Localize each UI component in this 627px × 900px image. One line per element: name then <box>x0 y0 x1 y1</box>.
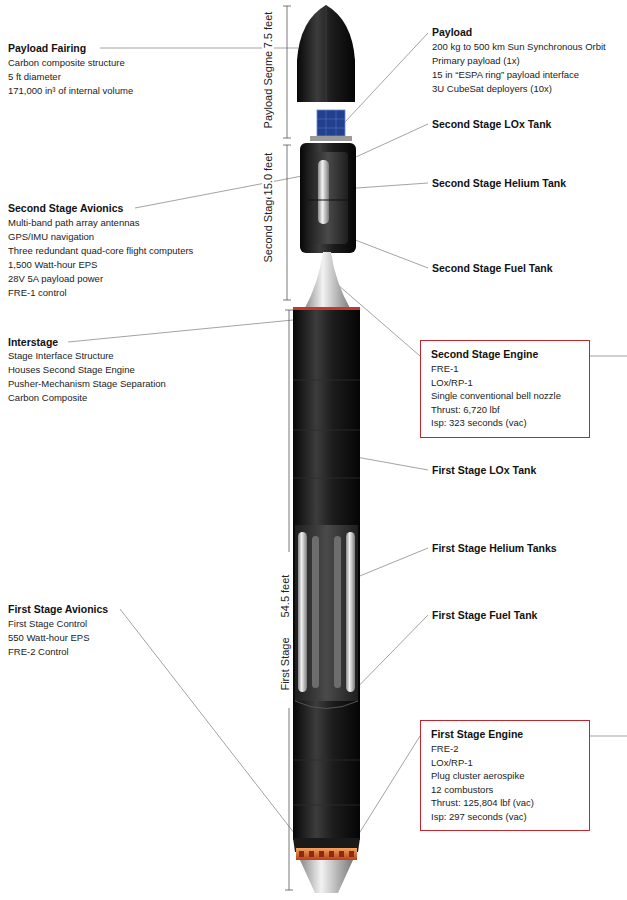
body-segment-line <box>293 760 360 761</box>
callout-text: Pusher-Mechanism Stage Separation <box>8 378 166 390</box>
body-segment-line <box>293 478 360 479</box>
box-text: Isp: 297 seconds (vac) <box>431 810 579 824</box>
box-text: Thrust: 6,720 lbf <box>431 403 579 417</box>
dimension-label: 7.5 feet <box>262 10 274 51</box>
callout-text: Houses Second Stage Engine <box>8 364 135 376</box>
callout-heading: First Stage LOx Tank <box>432 464 536 477</box>
satellite-payload <box>317 110 345 136</box>
second-stage-body <box>300 143 356 253</box>
leader-line <box>590 736 627 737</box>
callout-text: 550 Watt-hour EPS <box>8 632 90 644</box>
combustor-outlet <box>349 851 354 857</box>
combustor-outlets <box>299 851 354 857</box>
callout-text: Carbon composite structure <box>8 57 125 69</box>
leader-line <box>68 33 627 856</box>
box-text: 12 combustors <box>431 783 579 797</box>
espa-ring <box>310 136 352 141</box>
tank-dome <box>295 701 358 709</box>
callout-heading: First Stage Fuel Tank <box>432 609 537 622</box>
callout-heading: Second Stage Fuel Tank <box>432 262 553 275</box>
solar-panel-grid <box>317 110 345 136</box>
callout-text: GPS/IMU navigation <box>8 231 94 243</box>
leader-line <box>350 238 428 268</box>
payload-fairing <box>297 5 355 102</box>
box-text: FRE-2 <box>431 742 579 756</box>
box-text: Thrust: 125,804 lbf (vac) <box>431 796 579 810</box>
leader-line <box>68 320 293 342</box>
callout-text: Three redundant quad-core flight compute… <box>8 245 193 257</box>
callout-heading: Second Stage Avionics <box>8 202 123 215</box>
second-stage-cutaway <box>308 152 348 244</box>
callout-heading: First Stage Avionics <box>8 603 108 616</box>
callout-text: 3U CubeSat deployers (10x) <box>432 83 552 95</box>
leader-line <box>135 176 302 208</box>
dimension-line <box>283 6 291 138</box>
box-text: Plug cluster aerospike <box>431 769 579 783</box>
callout-text: FRE-1 control <box>8 287 67 299</box>
body-segment-line <box>293 380 360 381</box>
leader-line <box>345 124 428 162</box>
first-stage-helium-tank <box>298 532 307 692</box>
callout-heading: Payload <box>432 26 472 39</box>
aerospike-combustors <box>296 848 357 860</box>
callout-text: 200 kg to 500 km Sun Synchronous Orbit <box>432 41 606 53</box>
combustor-outlet <box>299 851 304 857</box>
box-text: Isp: 323 seconds (vac) <box>431 416 579 430</box>
callout-text: First Stage Control <box>8 618 87 630</box>
body-segment-lines <box>293 380 360 805</box>
combustor-outlet <box>329 851 334 857</box>
box-heading: First Stage Engine <box>431 727 579 741</box>
leader-line <box>350 548 428 580</box>
second-stage-nozzle <box>304 252 351 310</box>
dimension-label: Payload Segment <box>262 40 274 131</box>
callout-heading: Payload Fairing <box>8 42 86 55</box>
callout-text: Multi-band path array antennas <box>8 217 140 229</box>
leader-line <box>590 356 627 357</box>
tank-bulkhead <box>308 200 348 201</box>
callout-text: 15 in “ESPA ring” payload interface <box>432 69 579 81</box>
dimension-line <box>283 145 291 300</box>
fairing-seam <box>326 5 327 102</box>
callout-text: 28V 5A payload power <box>8 273 103 285</box>
callout-heading: First Stage Helium Tanks <box>432 542 557 555</box>
callout-text: 1,500 Watt-hour EPS <box>8 259 97 271</box>
body-segment-line <box>293 805 360 806</box>
first-stage-helium-tank <box>334 536 341 688</box>
dimension-label: First Stage <box>279 635 291 692</box>
interstage-rim <box>293 307 360 310</box>
callout-text: Stage Interface Structure <box>8 350 114 362</box>
leader-line <box>120 609 298 838</box>
box-text: LOx/RP-1 <box>431 376 579 390</box>
box-text: Single conventional bell nozzle <box>431 389 579 403</box>
body-segment-line <box>293 430 360 431</box>
second-stage-helium-tank <box>318 160 329 224</box>
first-stage-body <box>293 308 360 840</box>
callout-text: 171,000 in³ of internal volume <box>8 85 133 97</box>
dimension-line <box>283 6 293 890</box>
combustor-outlet <box>339 851 344 857</box>
callout-text: FRE-2 Control <box>8 646 69 658</box>
leader-line <box>345 33 428 122</box>
callout-heading: Interstage <box>8 336 58 349</box>
combustor-outlet <box>309 851 314 857</box>
callout-text: 5 ft diameter <box>8 71 61 83</box>
callout-text: Primary payload (1x) <box>432 55 520 67</box>
dimension-label: 15.0 feet <box>262 151 274 198</box>
first-stage-helium-tank <box>346 532 355 692</box>
box-text: FRE-1 <box>431 362 579 376</box>
first-stage-helium-tank <box>312 536 319 688</box>
helium-tank-bay <box>295 525 358 701</box>
combustor-outlet <box>319 851 324 857</box>
callout-heading: Second Stage Helium Tank <box>432 177 566 190</box>
box-text: LOx/RP-1 <box>431 756 579 770</box>
box-heading: Second Stage Engine <box>431 347 579 361</box>
spec-box: First Stage EngineFRE-2LOx/RP-1Plug clus… <box>420 720 590 831</box>
aerospike-plug <box>300 860 353 893</box>
spec-box: Second Stage EngineFRE-1LOx/RP-1Single c… <box>420 340 590 438</box>
dimension-label: Second Stage <box>262 191 274 264</box>
dimension-label: 54.5 feet <box>279 573 291 620</box>
callout-heading: Second Stage LOx Tank <box>432 118 551 131</box>
callout-text: Carbon Composite <box>8 392 87 404</box>
